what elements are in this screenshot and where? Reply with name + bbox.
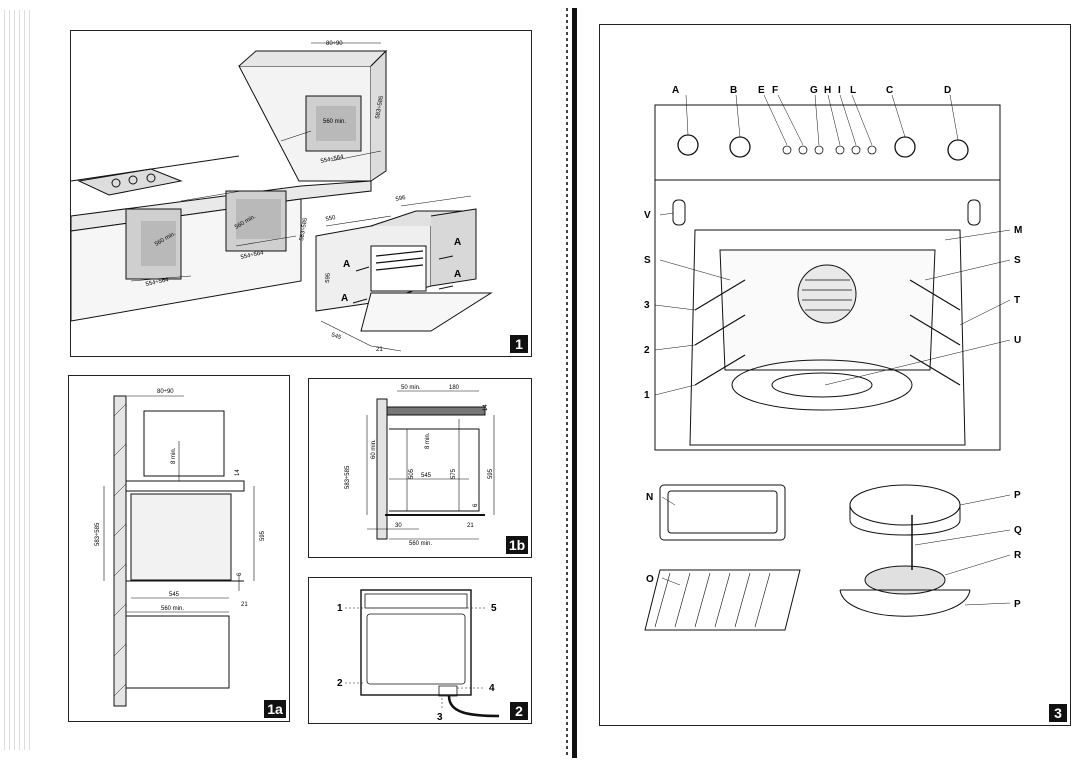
fig1b-dim: 6: [473, 503, 479, 507]
fig1b-dim: 575: [451, 468, 457, 479]
fig1-arrow-label: A: [343, 259, 350, 270]
fig2-label: 4: [489, 683, 495, 694]
fig3-callout-left: N: [646, 492, 653, 503]
fig1-dim: 560 min.: [323, 119, 346, 125]
fig3-callout-right: P: [1014, 599, 1021, 610]
fig1b-dim: 583÷585: [345, 465, 351, 489]
fig1b-dim: 50 min.: [401, 385, 421, 391]
fig3-callout-left: V: [644, 210, 651, 221]
fig3-callout-top: L: [850, 85, 856, 96]
fig1-dim: 596: [395, 195, 407, 203]
fig3-callout-left: S: [644, 255, 651, 266]
fig1b-dim: 8 min.: [425, 432, 431, 449]
fig1b-dim: 595: [488, 468, 494, 479]
fig2-label: 1: [337, 603, 343, 614]
fig3-callout-top: D: [944, 85, 951, 96]
fig1b-dim: 60 min.: [371, 439, 377, 459]
figure-3-panel: A B E F G H I L C D V S 3 2 1 N O M S T …: [599, 24, 1071, 726]
fig1a-dim: 6: [237, 572, 243, 576]
fig1-dim: 554÷564: [145, 277, 170, 288]
fig3-callout-right: S: [1014, 255, 1021, 266]
figure-1b-panel: 50 min. 180 14 583÷585 60 min. 8 min. 50…: [308, 378, 532, 558]
fig1-dim: 554÷564: [240, 250, 265, 261]
fig3-callout-right: T: [1014, 295, 1020, 306]
figure-1a-section: 80÷90 8 min. 14 583÷585 595 545 560 min.…: [95, 389, 266, 707]
fig1b-dim: 180: [449, 385, 460, 391]
fig1-arrow-label: A: [341, 293, 348, 304]
figure-2-panel: 1 5 2 4 3 2: [308, 577, 532, 724]
fig1a-dim: 595: [260, 530, 266, 541]
figure-1b-section: 50 min. 180 14 583÷585 60 min. 8 min. 50…: [345, 385, 495, 547]
fig3-callout-top: H: [824, 85, 831, 96]
fig3-callout-right: U: [1014, 335, 1021, 346]
figure-1b-number: 1b: [506, 536, 528, 554]
figure-1a-number: 1a: [264, 700, 286, 718]
figure-1a-panel: 80÷90 8 min. 14 583÷585 595 545 560 min.…: [68, 375, 290, 722]
fig3-callout-top: I: [838, 85, 841, 96]
fig3-callout-left: 3: [644, 300, 650, 311]
figure-2-number: 2: [510, 702, 528, 720]
fig1b-dim: 505: [409, 468, 415, 479]
fig1-dim-top: 80÷90: [326, 41, 343, 47]
fig3-callout-top: E: [758, 85, 765, 96]
fig3-callout-right: P: [1014, 490, 1021, 501]
fig1-dim: 595: [325, 272, 332, 283]
figure-3-number: 3: [1049, 704, 1067, 722]
figure-2-frame: 1 5 2 4 3: [337, 589, 500, 723]
scan-edge-texture: [4, 10, 34, 750]
fig1b-dim: 21: [467, 523, 474, 529]
fig3-callout-left: 2: [644, 345, 650, 356]
fig1b-dim: 30: [395, 523, 402, 529]
fig3-callout-right: R: [1014, 550, 1022, 561]
fig3-callout-right: Q: [1014, 525, 1022, 536]
fig3-callout-top: B: [730, 85, 737, 96]
fig1-dim: 21: [376, 347, 383, 353]
figure-1-panel: 80÷90 560 min. 583÷585 554÷564 596 550 5…: [70, 30, 532, 357]
fig1b-dim: 560 min.: [409, 541, 432, 547]
fig1a-dim: 560 min.: [161, 606, 184, 612]
fig1-dim: 583÷585: [299, 217, 309, 242]
fig1a-dim: 14: [235, 469, 241, 476]
fig2-label: 2: [337, 678, 343, 689]
page-binding-spine: [572, 8, 577, 758]
fig1-dim: 550: [325, 215, 337, 223]
fig3-callout-left: 1: [644, 390, 650, 401]
fig1a-dim: 21: [241, 602, 248, 608]
figure-3-oven-illustration: A B E F G H I L C D V S 3 2 1 N O M S T …: [644, 85, 1022, 631]
fig1-dim: 583÷585: [375, 95, 385, 120]
fig1a-dim: 583÷585: [95, 522, 101, 546]
fig1-dim: 545: [330, 332, 342, 341]
fig3-callout-top: A: [672, 85, 679, 96]
figure-1-illustration: 80÷90 560 min. 583÷585 554÷564 596 550 5…: [70, 41, 493, 353]
fig3-callout-left: O: [646, 574, 654, 585]
fig3-callout-top: G: [810, 85, 818, 96]
fig3-callout-right: M: [1014, 225, 1022, 236]
page-gutter-shadow: [566, 8, 568, 758]
fig2-label: 3: [437, 712, 443, 723]
fig1a-dim: 8 min.: [171, 447, 177, 464]
fig3-callout-top: F: [772, 85, 778, 96]
fig1b-dim: 545: [421, 473, 432, 479]
fig1b-dim: 14: [483, 404, 489, 411]
fig1-dim: 554÷564: [320, 154, 345, 165]
fig3-callout-top: C: [886, 85, 893, 96]
fig1-arrow-label: A: [454, 237, 461, 248]
figure-1-number: 1: [510, 335, 528, 353]
fig2-label: 5: [491, 603, 497, 614]
fig1-arrow-label: A: [454, 269, 461, 280]
fig1a-dim: 80÷90: [157, 389, 174, 395]
fig1a-dim: 545: [169, 592, 180, 598]
